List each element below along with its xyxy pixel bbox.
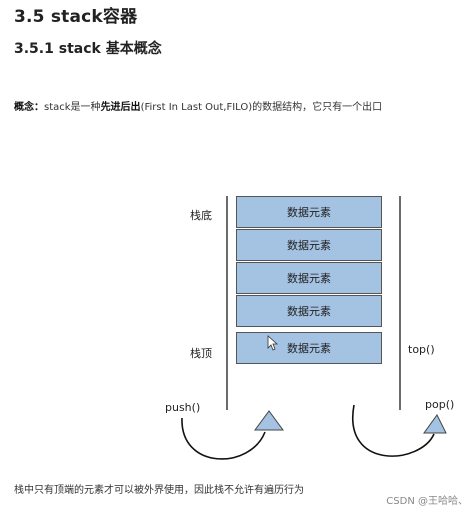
stack-top-label: 栈顶 — [190, 347, 212, 360]
subsection-heading: 3.5.1 stack 基本概念 — [14, 41, 162, 57]
concept-paragraph: 概念：stack是一种先进后出(First In Last Out,FILO)的… — [14, 98, 382, 113]
stack-cell: 数据元素 — [236, 229, 382, 261]
pop-arrow-curve — [351, 404, 435, 457]
pop-arrowhead-icon — [423, 414, 447, 434]
stack-cell: 数据元素 — [236, 262, 382, 294]
concept-text-2: (First In Last Out,FILO)的数据结构，它只有一个出口 — [140, 102, 383, 113]
stack-cell: 数据元素 — [236, 332, 382, 364]
concept-text-1: stack是一种 — [44, 102, 101, 113]
stack-cell: 数据元素 — [236, 295, 382, 327]
stack-left-wall — [226, 196, 228, 410]
push-op-label: push() — [165, 401, 201, 414]
stack-right-wall — [399, 196, 401, 410]
watermark: CSDN @王哈哈、 — [386, 496, 468, 507]
stack-bottom-label: 栈底 — [190, 209, 212, 222]
stack-cell: 数据元素 — [236, 196, 382, 228]
pop-op-label: pop() — [425, 398, 455, 411]
mouse-cursor-icon — [267, 335, 279, 351]
top-op-label: top() — [408, 343, 435, 356]
push-arrowhead-icon — [254, 410, 284, 431]
concept-bold: 先进后出 — [100, 102, 141, 113]
concept-label: 概念： — [14, 102, 44, 113]
push-arrow-curve — [181, 417, 266, 460]
caption-text: 栈中只有顶端的元素才可以被外界使用，因此栈不允许有遍历行为 — [14, 485, 304, 496]
section-heading: 3.5 stack容器 — [14, 7, 138, 27]
